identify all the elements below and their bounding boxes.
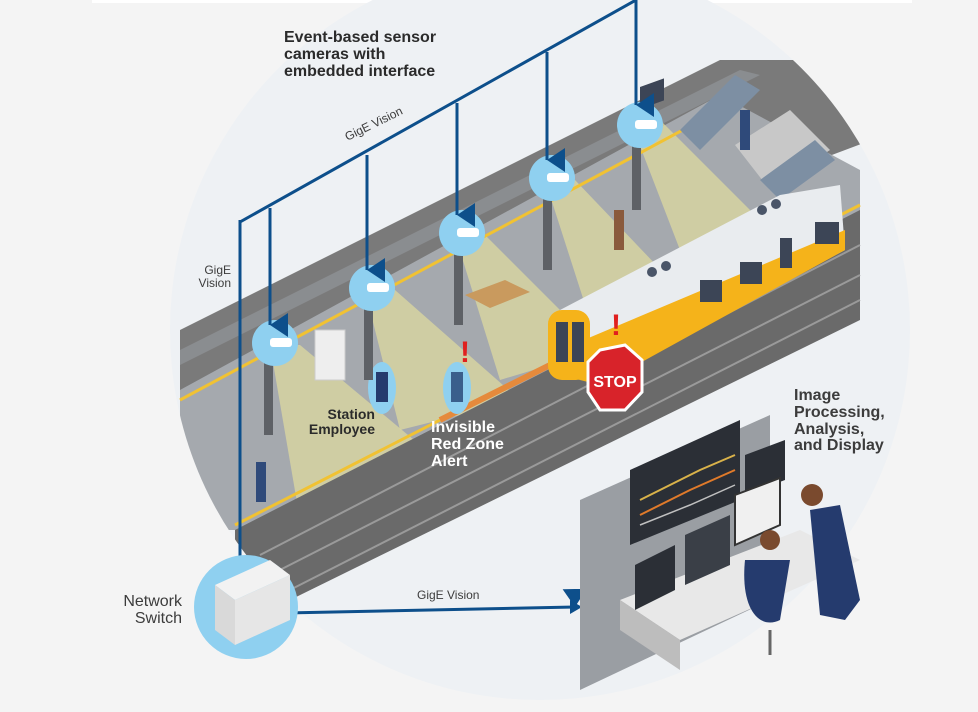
cctv-camera-icon xyxy=(547,173,569,182)
network-switch-icon xyxy=(194,555,298,659)
person-icon xyxy=(614,210,624,250)
station-employee-label: Station Employee xyxy=(308,406,375,437)
person-icon xyxy=(451,372,463,402)
alert-exclamation-icon: ! xyxy=(460,336,470,369)
gige-network-lines xyxy=(238,0,654,615)
image-processing-label: Image Processing, Analysis, and Display xyxy=(794,387,885,455)
person-icon xyxy=(256,462,266,502)
cctv-camera-icon xyxy=(457,228,479,237)
person-icon xyxy=(376,372,388,402)
bench xyxy=(465,280,530,308)
cctv-camera-icon xyxy=(635,120,657,129)
stop-sign-icon xyxy=(586,343,644,412)
network-switch-label: Network Switch xyxy=(123,593,182,627)
gige-vision-bottom-label: GigE Vision xyxy=(417,588,480,602)
escalator-icon xyxy=(680,75,835,200)
cctv-camera-icon xyxy=(367,283,389,292)
stop-sign-text: STOP xyxy=(593,374,637,391)
red-zone-alert-label: Invisible Red Zone Alert xyxy=(431,419,504,470)
map-board xyxy=(314,329,346,381)
control-room-icon xyxy=(580,415,860,690)
cctv-camera-icon xyxy=(270,338,292,347)
person-icon xyxy=(740,110,750,150)
alert-exclamation-icon: ! xyxy=(611,309,621,342)
gige-vision-left-label: GigE Vision xyxy=(198,263,231,290)
cameras-label: Event-based sensor cameras with embedded… xyxy=(284,29,437,80)
